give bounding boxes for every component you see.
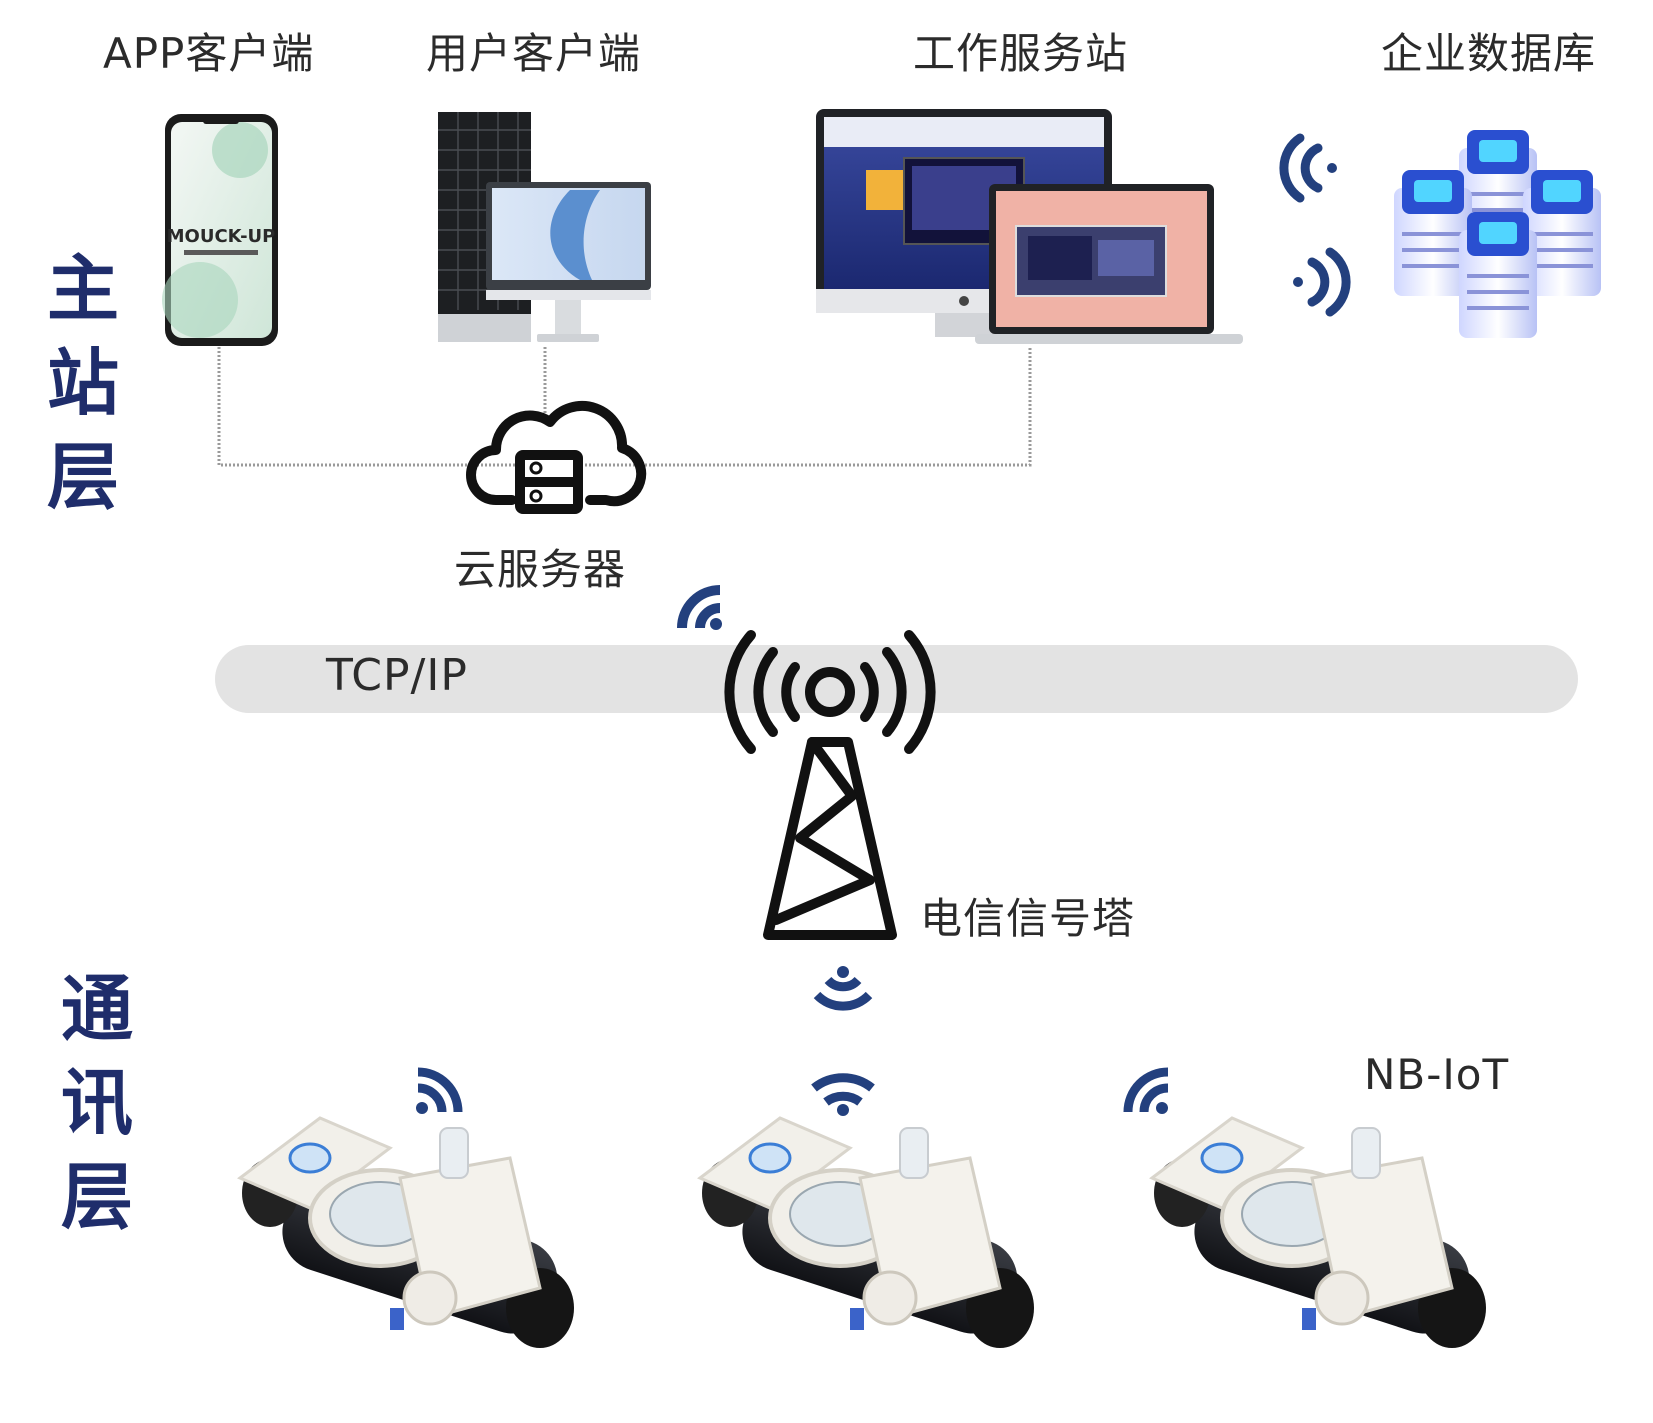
meter-signal-icon-3 <box>1123 1067 1169 1114</box>
meter-signal-icon-1 <box>416 1067 463 1114</box>
communication-layer-label: 通讯层 <box>60 967 133 1239</box>
app-client-label: APP客户端 <box>103 29 315 78</box>
connection-lines <box>217 347 1032 467</box>
meter-signal-icon-2 <box>811 1073 875 1116</box>
smartphone-icon: MOUCK-UP <box>162 114 278 346</box>
user-client-label: 用户客户端 <box>426 29 642 78</box>
cloud-server-icon <box>466 400 647 514</box>
wireless-left-icon <box>1279 133 1337 203</box>
nb-iot-label: NB-IoT <box>1364 1050 1510 1099</box>
water-meter-3 <box>1149 1116 1486 1348</box>
signal-tower-label: 电信信号塔 <box>920 894 1136 943</box>
tcpip-label: TCP/IP <box>326 650 468 701</box>
wireless-right-icon <box>1293 247 1351 317</box>
phone-screen-text: MOUCK-UP <box>167 226 276 247</box>
desktop-computer-icon <box>438 112 651 342</box>
workstation-label: 工作服务站 <box>913 29 1129 78</box>
database-servers-icon <box>1394 130 1601 338</box>
cloud-server-label: 云服务器 <box>454 545 627 594</box>
signal-tower-icon <box>724 630 936 940</box>
signal-icon-down <box>813 966 873 1011</box>
water-meter-1 <box>237 1116 574 1348</box>
signal-icon-top <box>677 585 722 630</box>
master-station-layer-label: 主站层 <box>46 247 119 519</box>
enterprise-database-label: 企业数据库 <box>1381 29 1597 78</box>
workstation-computers-icon <box>816 109 1243 344</box>
water-meter-2 <box>697 1116 1034 1348</box>
